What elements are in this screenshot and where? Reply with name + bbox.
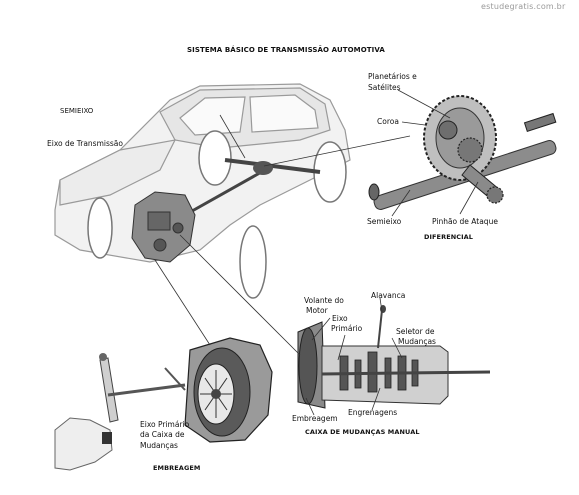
label-alavanca: Alavanca — [371, 291, 406, 300]
label-semieixo-diff: Semieixo — [367, 217, 402, 226]
differential-drawing — [368, 95, 557, 210]
differential-housing-small — [253, 161, 273, 175]
label-volante-line2: Motor — [306, 306, 328, 315]
label-planetarios: Planetários e — [368, 72, 417, 81]
label-eixo-primario-line1: Eixo — [332, 314, 348, 323]
label-seletor-line1: Seletor de — [396, 327, 435, 336]
label-volante-line1: Volante do — [304, 296, 344, 305]
label-embreagem-gearbox: Embreagem — [292, 414, 338, 423]
label-eixo-transmissao: Eixo de Transmissão — [47, 139, 123, 148]
diagram-title: SISTEMA BÁSICO DE TRANSMISSÃO AUTOMOTIVA — [187, 46, 385, 54]
connector-lines — [154, 89, 479, 416]
label-coroa: Coroa — [377, 117, 399, 126]
label-diferencial: DIFERENCIAL — [424, 233, 474, 241]
wheels — [87, 130, 347, 299]
label-seletor-line2: Mudanças — [398, 337, 436, 346]
label-caixa-mudancas: CAIXA DE MUDANÇAS MANUAL — [305, 428, 420, 436]
label-embreagem-main: EMBREAGEM — [153, 464, 201, 472]
label-eixo-primario-line2: Primário — [331, 324, 363, 333]
label-satelites: Satélites — [368, 83, 401, 92]
label-eixo-caixa-line3: Mudanças — [140, 441, 178, 450]
label-pinhao: Pinhão de Ataque — [432, 217, 498, 226]
watermark: estudegratis.com.br — [481, 2, 566, 11]
clutch-drawing — [54, 337, 273, 471]
label-semieixo-main: SEMIEIXO — [60, 107, 94, 115]
label-engrenagens: Engrenagens — [348, 408, 398, 417]
label-eixo-caixa-line2: da Caixa de — [140, 430, 185, 439]
label-eixo-caixa-line1: Eixo Primário — [140, 420, 190, 429]
gearbox-drawing — [297, 305, 491, 409]
